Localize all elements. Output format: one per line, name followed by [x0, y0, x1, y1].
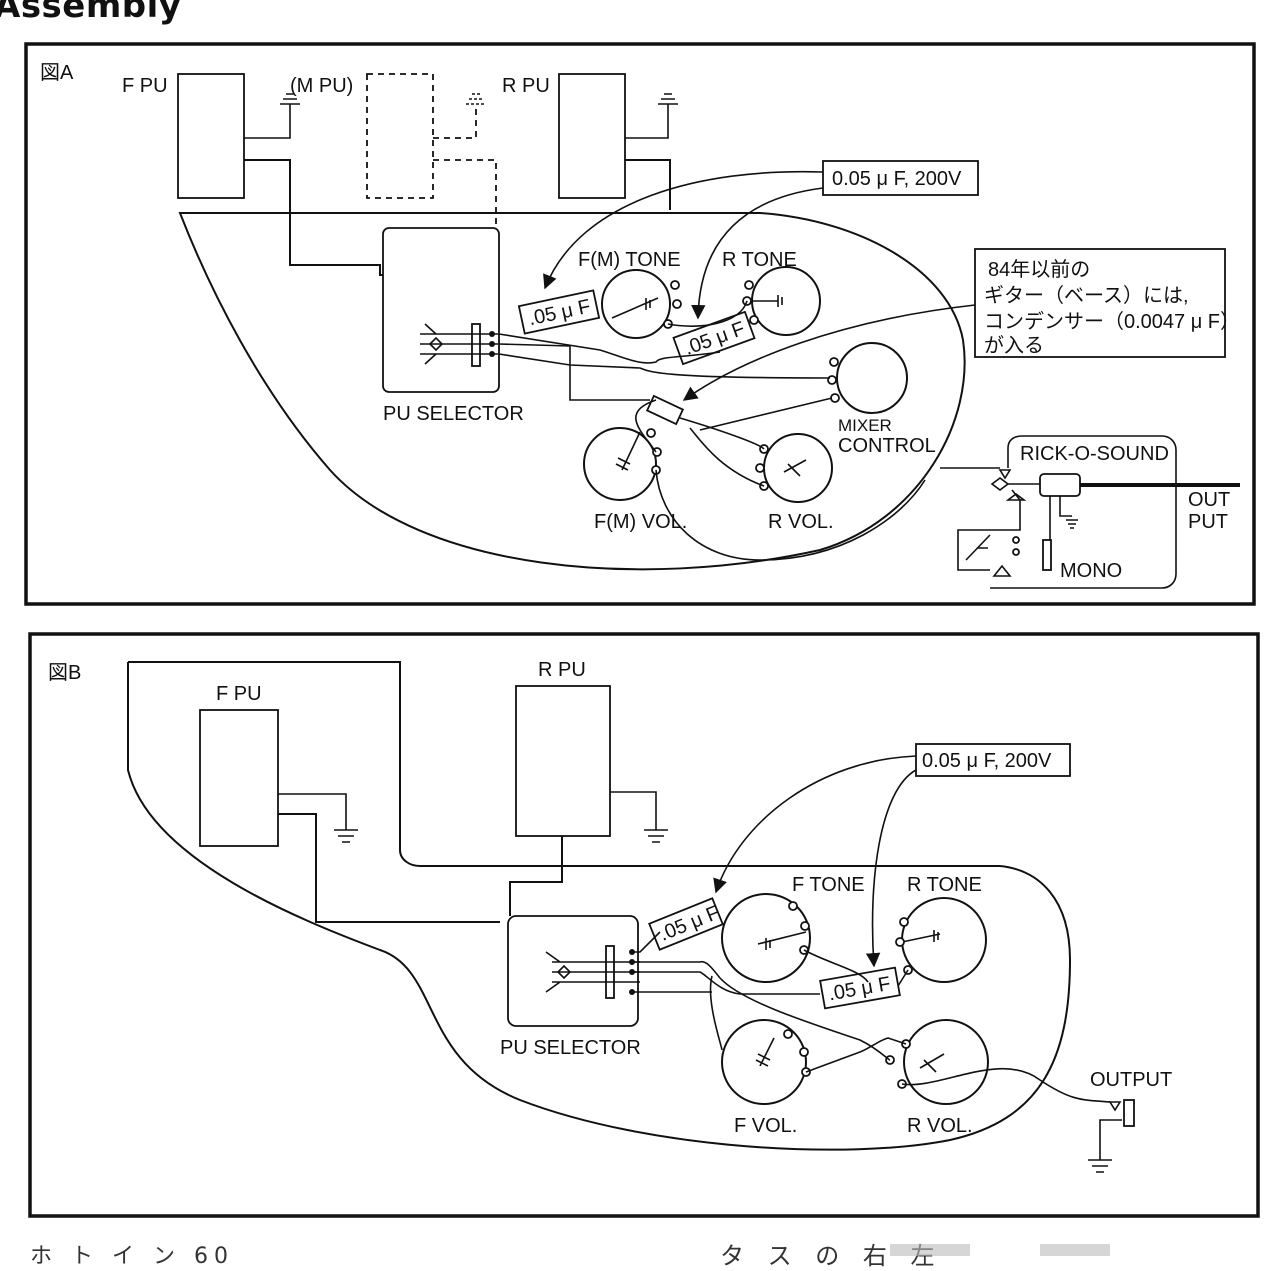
- footer-left-text: ホ ト イ ン 60: [30, 1244, 234, 1269]
- rick-o-sound-jack: [957, 435, 1240, 589]
- note-line-3: コンデンサー（0.0047 μ F）: [984, 310, 1240, 333]
- pu-selector-label-a: PU SELECTOR: [383, 403, 524, 425]
- pu-selector-label-b: PU SELECTOR: [500, 1037, 641, 1059]
- diagram-a-frame: [24, 42, 1256, 606]
- ground-icon: [433, 93, 486, 139]
- output-label-a-line2: PUT: [1188, 511, 1228, 533]
- tone-capacitor-front-a: .05 μ F: [517, 289, 601, 335]
- front-pickup-label: F PU: [122, 75, 168, 97]
- pickguard-outline-a: [178, 212, 966, 571]
- rear-volume-label-b: R VOL.: [907, 1115, 973, 1137]
- tone-capacitor-front-b: .05 μ F: [648, 897, 724, 951]
- front-volume-pot-b: [721, 1019, 807, 1105]
- rear-pickup-b: [515, 685, 611, 837]
- capacitor-spec-a: 0.05 μ F, 200V: [832, 168, 962, 190]
- mono-label: MONO: [1060, 560, 1122, 582]
- front-volume-label-a: F(M) VOL.: [594, 511, 687, 533]
- ground-icon: [278, 793, 358, 843]
- page-title: Assembly: [0, 0, 182, 26]
- note-box-a: [974, 248, 1226, 358]
- mixer-control-pot: [836, 342, 908, 414]
- note-line-2: ギター（ベース）には,: [984, 284, 1189, 307]
- pu-selector-switch-a: [382, 227, 500, 393]
- rear-pickup-label-b: R PU: [538, 659, 586, 681]
- rear-volume-pot-b: [903, 1019, 989, 1105]
- rear-pickup: [558, 73, 626, 199]
- front-pickup: [177, 73, 245, 199]
- middle-pickup: [366, 73, 434, 199]
- rear-tone-label-a: R TONE: [722, 249, 797, 271]
- front-tone-label-b: F TONE: [792, 874, 865, 896]
- rick-o-sound-label: RICK-O-SOUND: [1020, 443, 1169, 465]
- mixer-label-line2: CONTROL: [838, 435, 936, 457]
- ground-icon: [244, 93, 300, 139]
- output-label-b: OUTPUT: [1090, 1069, 1172, 1091]
- mixer-label-line1: MIXER: [838, 416, 892, 435]
- ground-icon: [610, 791, 668, 843]
- pu-selector-switch-b: [507, 915, 639, 1027]
- middle-pickup-label: (M PU): [290, 75, 353, 97]
- tone-capacitor-rear-b: .05 μ F: [819, 966, 901, 1010]
- wiring-diagram-a: 図A F PU (M PU) R PU PU SELECTOR .05 μ F …: [0, 0, 1280, 620]
- diagram-b-frame: [28, 632, 1260, 1218]
- rear-volume-pot-a: [763, 433, 833, 503]
- pickguard-outline-b: [127, 662, 1072, 1151]
- rear-tone-label-b: R TONE: [907, 874, 982, 896]
- rear-volume-label-a: R VOL.: [768, 511, 834, 533]
- figure-label-a: 図A: [40, 62, 74, 84]
- output-label-a-line1: OUT: [1188, 489, 1230, 511]
- figure-label-b: 図B: [48, 662, 81, 684]
- ground-icon: [625, 93, 678, 139]
- front-tone-label-a: F(M) TONE: [578, 249, 681, 271]
- capacitor-spec-box-b: [915, 743, 1071, 777]
- front-volume-pot-a: [583, 427, 657, 501]
- front-pickup-b: [199, 709, 279, 847]
- scan-smudge: [1040, 1244, 1110, 1256]
- front-pickup-label-b: F PU: [216, 683, 262, 705]
- output-jack-b: [1088, 1099, 1135, 1173]
- scan-smudge: [890, 1244, 970, 1256]
- wiring-diagram-b: 図B F PU R PU PU SELECTOR .05 μ F .05 μ F…: [0, 620, 1280, 1230]
- capacitor-spec-b: 0.05 μ F, 200V: [922, 750, 1052, 772]
- rear-pickup-label: R PU: [502, 75, 550, 97]
- front-volume-label-b: F VOL.: [734, 1115, 797, 1137]
- front-tone-pot-a: [601, 269, 671, 339]
- note-line-1: 84年以前の: [988, 258, 1090, 281]
- note-line-4: が入る: [984, 334, 1044, 357]
- capacitor-spec-box-a: [822, 160, 979, 196]
- small-capacitor-a: [645, 394, 685, 426]
